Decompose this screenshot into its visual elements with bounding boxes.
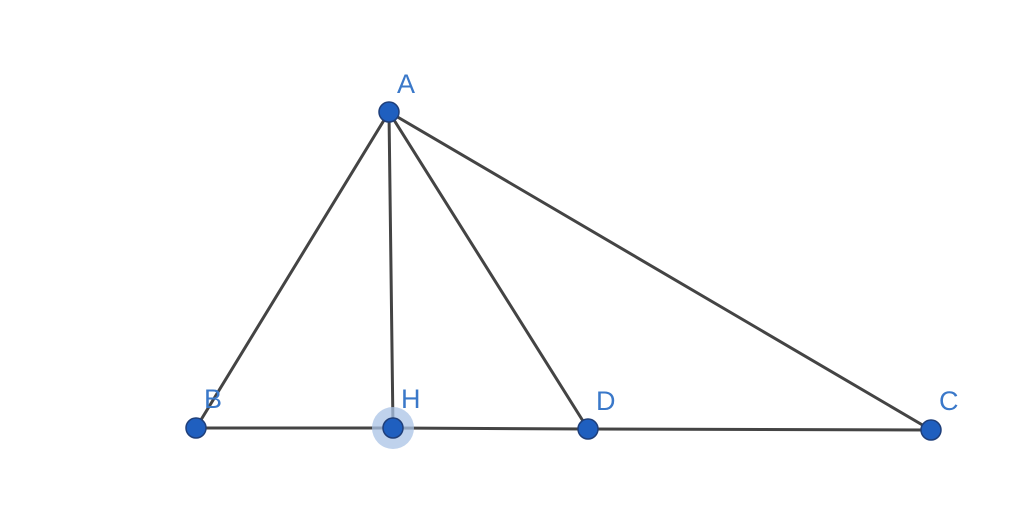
point-a[interactable]: A	[378, 69, 415, 123]
point-d-label: D	[596, 386, 616, 416]
point-a-marker[interactable]	[378, 101, 400, 123]
point-d-marker[interactable]	[577, 418, 599, 440]
point-c[interactable]: C	[920, 386, 959, 441]
point-b-label: B	[204, 384, 222, 414]
point-b-marker[interactable]	[185, 417, 207, 439]
segments-layer	[194, 110, 933, 432]
point-h[interactable]: H	[382, 384, 421, 439]
segment-ad[interactable]	[387, 110, 590, 431]
point-d[interactable]: D	[577, 386, 616, 440]
point-b[interactable]: B	[185, 384, 222, 439]
segment-dc[interactable]	[586, 427, 933, 432]
point-c-label: C	[939, 386, 959, 416]
point-a-label: A	[397, 69, 415, 99]
point-c-marker[interactable]	[920, 419, 942, 441]
segment-ah[interactable]	[387, 110, 395, 430]
points-layer: A B H D C	[185, 69, 959, 449]
point-h-label: H	[401, 384, 421, 414]
segment-ac[interactable]	[387, 110, 933, 432]
segment-hd[interactable]	[391, 426, 590, 431]
point-h-marker[interactable]	[382, 417, 404, 439]
segment-ab[interactable]	[194, 110, 391, 430]
